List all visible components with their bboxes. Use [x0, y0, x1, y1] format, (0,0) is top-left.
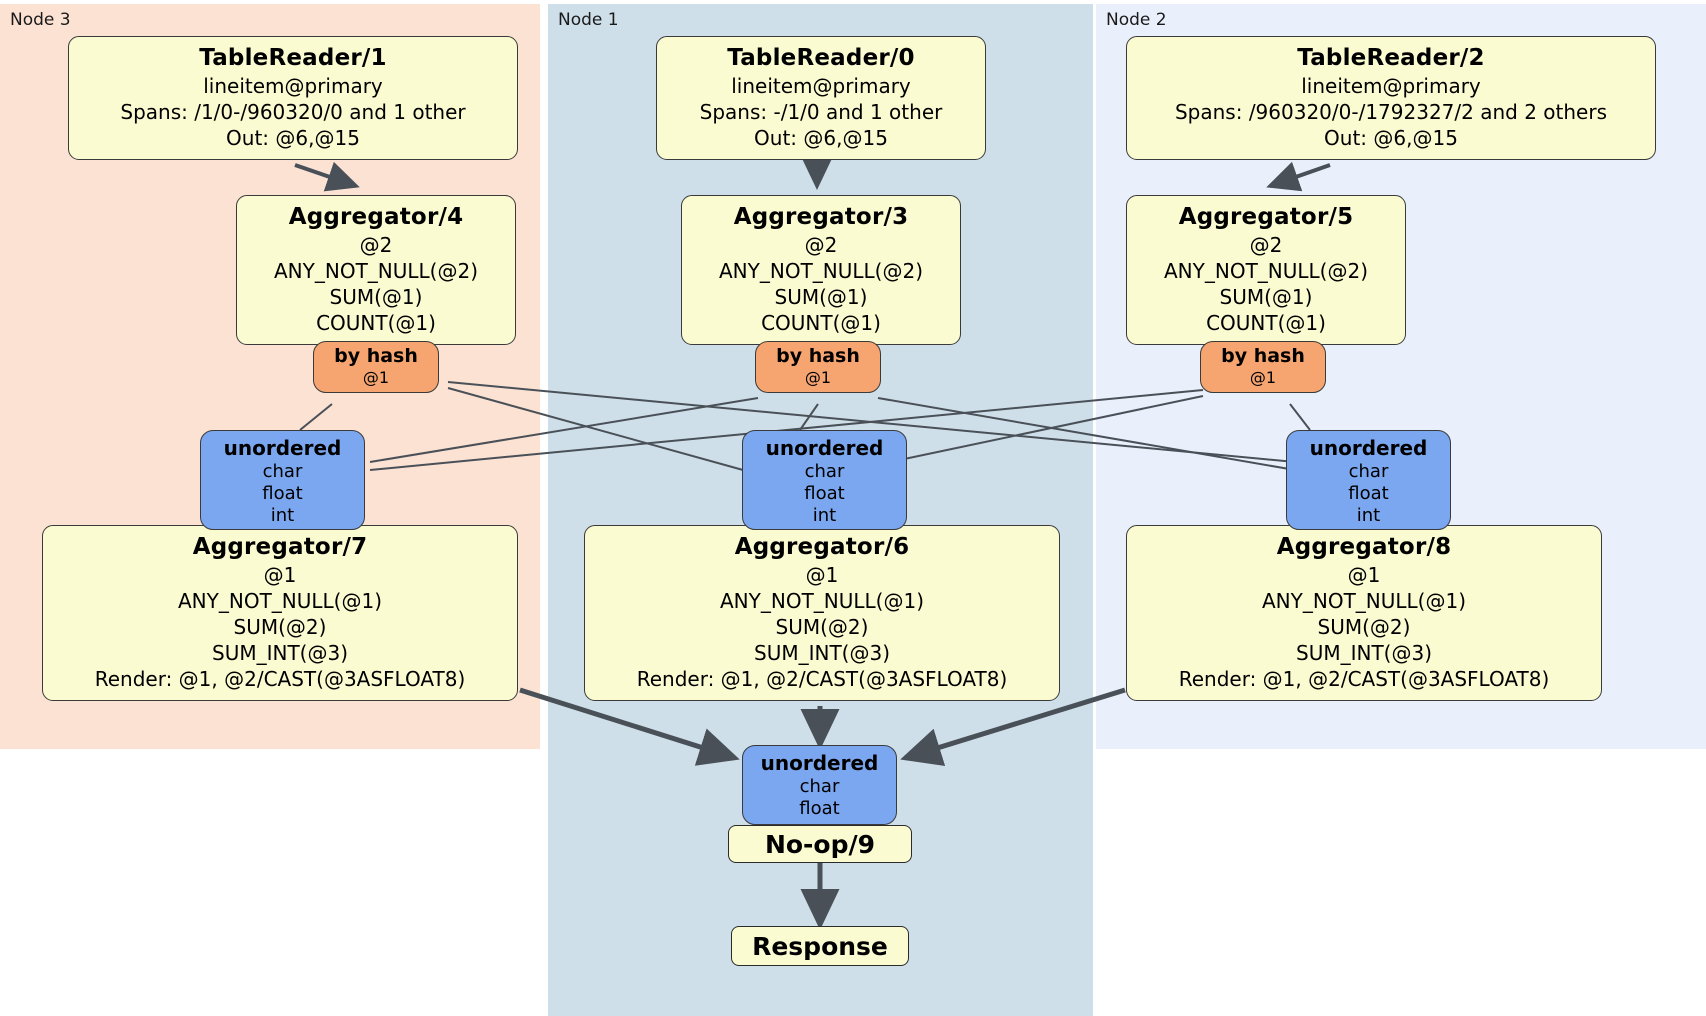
processor-func-2: SUM(@1) — [774, 285, 868, 309]
processor-func-1: ANY_NOT_NULL(@1) — [720, 589, 924, 613]
processor-spans: Spans: -/1/0 and 1 other — [699, 100, 943, 124]
processor-title: Aggregator/7 — [192, 534, 368, 560]
processor-title: Aggregator/6 — [734, 534, 910, 560]
processor-out: Out: @6,@15 — [1324, 126, 1458, 150]
router-column-label: @1 — [1249, 368, 1277, 387]
synchronizer-unordered-final[interactable]: unordered char float — [742, 745, 897, 825]
processor-spans: Spans: /1/0-/960320/0 and 1 other — [120, 100, 466, 124]
processor-title: Aggregator/8 — [1276, 534, 1452, 560]
processor-func-1: ANY_NOT_NULL(@1) — [178, 589, 382, 613]
router-by-hash-center[interactable]: by hash @1 — [755, 341, 881, 393]
synchronizer-type-3: int — [812, 505, 837, 526]
synchronizer-type-2: float — [262, 483, 303, 504]
processor-title: Aggregator/3 — [733, 204, 909, 230]
synchronizer-type-2: float — [1348, 483, 1389, 504]
router-column-label: @1 — [804, 368, 832, 387]
processor-table: lineitem@primary — [1301, 74, 1481, 98]
router-by-hash-right[interactable]: by hash @1 — [1200, 341, 1326, 393]
processor-aggregator-3[interactable]: Aggregator/3 @2 ANY_NOT_NULL(@2) SUM(@1)… — [681, 195, 961, 345]
processor-func-3: COUNT(@1) — [316, 311, 436, 335]
synchronizer-unordered-right[interactable]: unordered char float int — [1286, 430, 1451, 530]
processor-group-col: @1 — [805, 563, 839, 587]
processor-title: TableReader/0 — [727, 45, 915, 71]
processor-render: Render: @1, @2/CAST(@3ASFLOAT8) — [636, 667, 1008, 691]
processor-table: lineitem@primary — [203, 74, 383, 98]
processor-func-2: SUM(@2) — [233, 615, 327, 639]
processor-spans: Spans: /960320/0-/1792327/2 and 2 others — [1174, 100, 1607, 124]
synchronizer-unordered-center[interactable]: unordered char float int — [742, 430, 907, 530]
synchronizer-type-label: unordered — [760, 751, 879, 775]
processor-func-3: SUM_INT(@3) — [754, 641, 890, 665]
processor-func-1: ANY_NOT_NULL(@2) — [1164, 259, 1368, 283]
processor-func-3: COUNT(@1) — [761, 311, 881, 335]
router-type-label: by hash — [1221, 345, 1305, 367]
processor-title: Aggregator/5 — [1178, 204, 1354, 230]
processor-tablereader-2[interactable]: TableReader/2 lineitem@primary Spans: /9… — [1126, 36, 1656, 160]
synchronizer-type-1: char — [804, 461, 845, 482]
synchronizer-unordered-left[interactable]: unordered char float int — [200, 430, 365, 530]
processor-func-3: SUM_INT(@3) — [212, 641, 348, 665]
processor-group-col: @2 — [359, 233, 393, 257]
node-region-label-node3: Node 3 — [10, 10, 71, 30]
synchronizer-type-3: int — [270, 505, 295, 526]
processor-func-2: SUM(@2) — [775, 615, 869, 639]
node-region-label-node2: Node 2 — [1106, 10, 1167, 30]
synchronizer-type-1: char — [799, 776, 840, 797]
processor-title: Aggregator/4 — [288, 204, 464, 230]
processor-group-col: @2 — [1249, 233, 1283, 257]
processor-group-col: @1 — [1347, 563, 1381, 587]
node-region-label-node1: Node 1 — [558, 10, 619, 30]
processor-tablereader-1[interactable]: TableReader/1 lineitem@primary Spans: /1… — [68, 36, 518, 160]
processor-group-col: @2 — [804, 233, 838, 257]
processor-tablereader-0[interactable]: TableReader/0 lineitem@primary Spans: -/… — [656, 36, 986, 160]
processor-table: lineitem@primary — [731, 74, 911, 98]
processor-func-1: ANY_NOT_NULL(@1) — [1262, 589, 1466, 613]
router-type-label: by hash — [334, 345, 418, 367]
processor-aggregator-6[interactable]: Aggregator/6 @1 ANY_NOT_NULL(@1) SUM(@2)… — [584, 525, 1060, 701]
router-type-label: by hash — [776, 345, 860, 367]
processor-out: Out: @6,@15 — [226, 126, 360, 150]
processor-func-2: SUM(@1) — [1219, 285, 1313, 309]
processor-func-2: SUM(@2) — [1317, 615, 1411, 639]
processor-render: Render: @1, @2/CAST(@3ASFLOAT8) — [1178, 667, 1550, 691]
processor-title: TableReader/1 — [199, 45, 387, 71]
processor-aggregator-4[interactable]: Aggregator/4 @2 ANY_NOT_NULL(@2) SUM(@1)… — [236, 195, 516, 345]
synchronizer-type-label: unordered — [1309, 436, 1428, 460]
processor-func-2: SUM(@1) — [329, 285, 423, 309]
synchronizer-type-2: float — [804, 483, 845, 504]
processor-func-3: COUNT(@1) — [1206, 311, 1326, 335]
processor-aggregator-8[interactable]: Aggregator/8 @1 ANY_NOT_NULL(@1) SUM(@2)… — [1126, 525, 1602, 701]
synchronizer-type-label: unordered — [223, 436, 342, 460]
processor-func-3: SUM_INT(@3) — [1296, 641, 1432, 665]
processor-noop-9[interactable]: No-op/9 — [728, 825, 912, 863]
processor-aggregator-7[interactable]: Aggregator/7 @1 ANY_NOT_NULL(@1) SUM(@2)… — [42, 525, 518, 701]
processor-func-1: ANY_NOT_NULL(@2) — [274, 259, 478, 283]
synchronizer-type-3: int — [1356, 505, 1381, 526]
processor-render: Render: @1, @2/CAST(@3ASFLOAT8) — [94, 667, 466, 691]
router-by-hash-left[interactable]: by hash @1 — [313, 341, 439, 393]
processor-out: Out: @6,@15 — [754, 126, 888, 150]
synchronizer-type-1: char — [1348, 461, 1389, 482]
processor-aggregator-5[interactable]: Aggregator/5 @2 ANY_NOT_NULL(@2) SUM(@1)… — [1126, 195, 1406, 345]
processor-group-col: @1 — [263, 563, 297, 587]
synchronizer-type-1: char — [262, 461, 303, 482]
processor-response[interactable]: Response — [731, 926, 909, 966]
processor-func-1: ANY_NOT_NULL(@2) — [719, 259, 923, 283]
processor-title: TableReader/2 — [1297, 45, 1485, 71]
synchronizer-type-label: unordered — [765, 436, 884, 460]
synchronizer-type-2: float — [799, 798, 840, 819]
router-column-label: @1 — [362, 368, 390, 387]
